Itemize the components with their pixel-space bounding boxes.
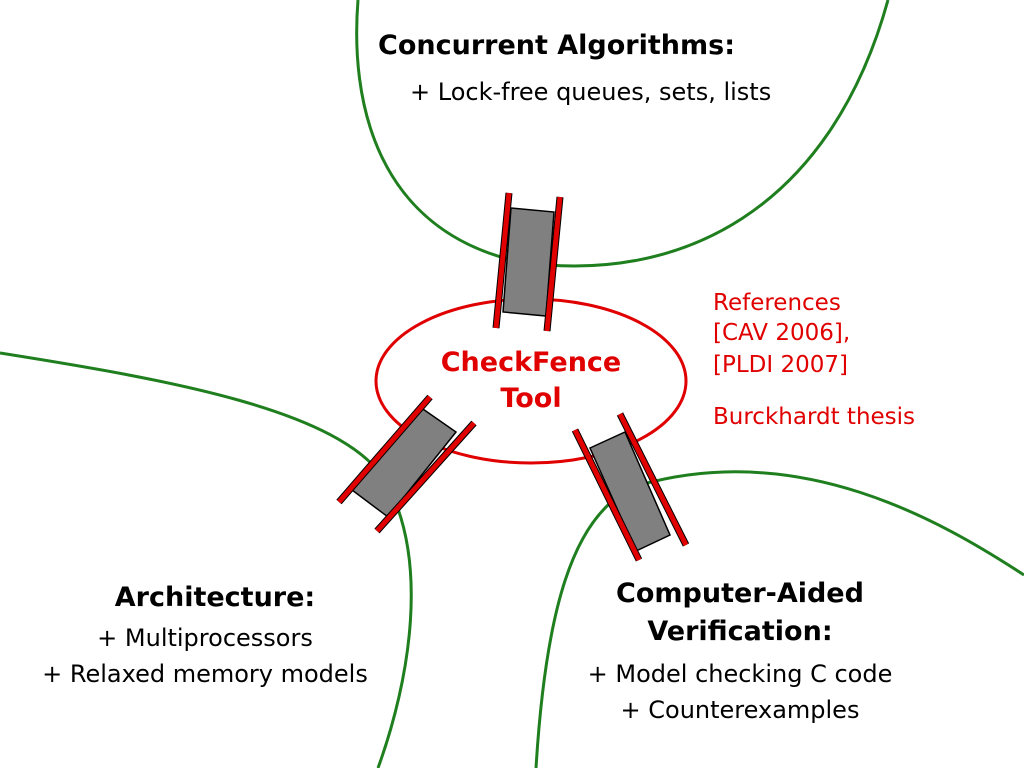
- reference-cav-2006: [CAV 2006],: [713, 320, 851, 346]
- concurrent-algorithms-title: Concurrent Algorithms:: [378, 30, 736, 61]
- left-bridge-connector: [336, 394, 477, 534]
- top-bridge-connector: [492, 192, 564, 332]
- verification-title-line1: Computer-Aided: [616, 578, 864, 609]
- checkfence-tool-label-line2: Tool: [500, 383, 562, 414]
- architecture-region-boundary: [0, 351, 413, 768]
- architecture-title: Architecture:: [114, 582, 316, 613]
- right-bridge-connector: [571, 412, 690, 562]
- verification-item-model-checking: + Model checking C code: [587, 660, 893, 688]
- concurrent-algorithms-item: + Lock-free queues, sets, lists: [410, 78, 772, 106]
- architecture-item-multiprocessors: + Multiprocessors: [97, 624, 313, 652]
- reference-pldi-2007: [PLDI 2007]: [713, 352, 848, 378]
- reference-burckhardt-thesis: Burckhardt thesis: [713, 404, 916, 430]
- architecture-item-memory-models: + Relaxed memory models: [42, 660, 368, 688]
- checkfence-tool-label-line1: CheckFence: [440, 347, 622, 378]
- verification-item-counterexamples: + Counterexamples: [620, 696, 860, 724]
- references-heading: References: [713, 290, 841, 316]
- verification-title-line2: Verification:: [647, 616, 833, 647]
